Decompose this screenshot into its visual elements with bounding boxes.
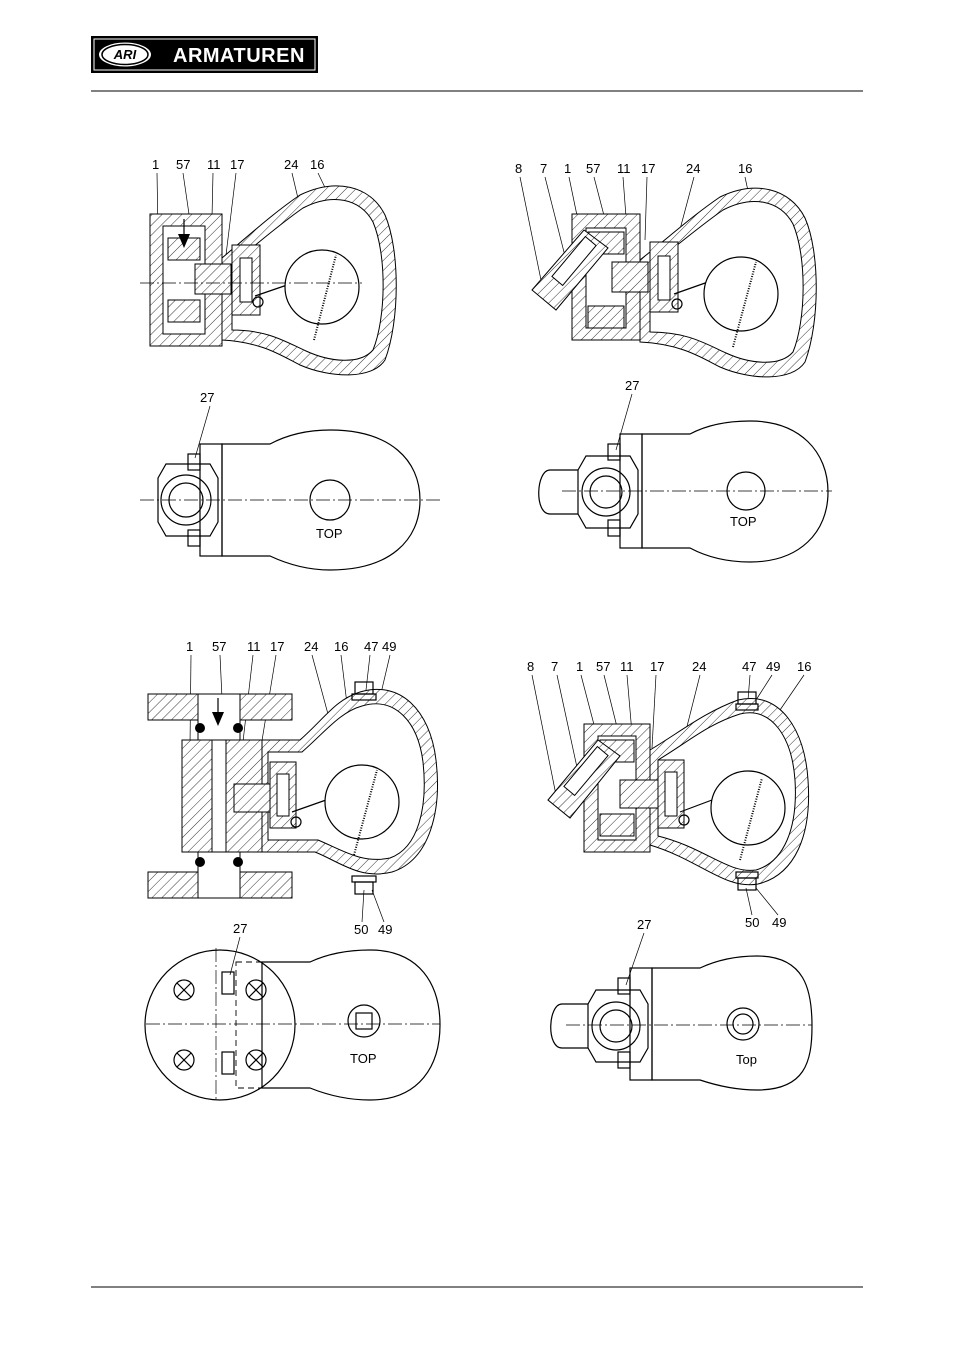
part-label: 11 [207, 157, 221, 172]
part-label: 50 [745, 915, 759, 930]
part-label: 11 [247, 639, 261, 654]
header: ARI ARMATUREN [91, 36, 863, 91]
part-label: 49 [766, 659, 780, 674]
part-label: 16 [310, 157, 324, 172]
part-label: 24 [304, 639, 318, 654]
part-label: 7 [540, 161, 547, 176]
top-label: Top [736, 1052, 757, 1067]
part-label: 24 [692, 659, 706, 674]
logo-mark: ARI [113, 47, 137, 62]
part-label: 57 [176, 157, 190, 172]
part-label: 57 [212, 639, 226, 654]
part-label: 1 [576, 659, 583, 674]
part-label: 49 [772, 915, 786, 930]
drawing-top-left-plan: 27 TOP [140, 390, 440, 570]
part-label: 17 [230, 157, 244, 172]
part-label: 17 [270, 639, 284, 654]
part-label: 57 [596, 659, 610, 674]
part-label: 16 [334, 639, 348, 654]
part-labels: 8 7 1 57 11 17 24 16 [515, 161, 752, 176]
part-label: 11 [620, 659, 634, 674]
part-label: 24 [686, 161, 700, 176]
top-label: TOP [316, 526, 343, 541]
part-label: 17 [641, 161, 655, 176]
part-label: 27 [233, 921, 247, 936]
part-label: 8 [527, 659, 534, 674]
company-logo: ARI ARMATUREN [91, 36, 318, 73]
part-label: 27 [625, 378, 639, 393]
part-label: 47 [742, 659, 756, 674]
part-label: 49 [382, 639, 396, 654]
part-label: 17 [650, 659, 664, 674]
part-label: 11 [617, 161, 631, 176]
part-label: 27 [637, 917, 651, 932]
part-label: 1 [186, 639, 193, 654]
logo-text: ARMATUREN [173, 45, 305, 67]
part-label: 49 [378, 922, 392, 937]
drawing-bottom-right-plan: 27 Top [551, 917, 812, 1090]
part-label: 50 [354, 922, 368, 937]
part-label: 24 [284, 157, 298, 172]
drawing-bottom-left-plan: 27 TOP [145, 921, 440, 1102]
part-label: 57 [586, 161, 600, 176]
part-label: 16 [738, 161, 752, 176]
part-label: 1 [152, 157, 159, 172]
drawing-bottom-left-section: 1 57 11 17 24 16 47 49 50 49 [148, 639, 437, 937]
top-label: TOP [350, 1051, 377, 1066]
part-label: 8 [515, 161, 522, 176]
part-label: 1 [564, 161, 571, 176]
drawing-top-left-section: 1 57 11 17 24 16 [140, 157, 396, 375]
drawing-bottom-right-section: 8 7 1 57 11 17 24 47 49 16 50 49 [527, 659, 811, 930]
drawing-top-right-section: 8 7 1 57 11 17 24 16 [515, 161, 816, 377]
part-label: 16 [797, 659, 811, 674]
part-label: 27 [200, 390, 214, 405]
drawing-top-right-plan: 27 TOP [539, 378, 832, 562]
part-label: 7 [551, 659, 558, 674]
top-label: TOP [730, 514, 757, 529]
part-label: 47 [364, 639, 378, 654]
part-labels: 1 57 11 17 24 16 [152, 157, 324, 172]
